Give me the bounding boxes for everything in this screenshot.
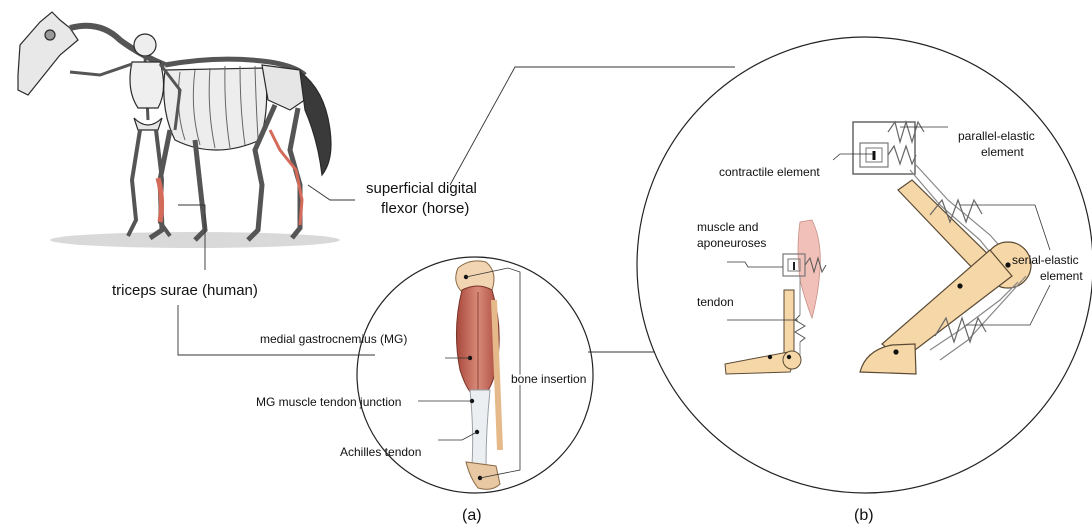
horse-hind-leg-right: [290, 108, 300, 238]
sdf-label-line2: flexor (horse): [381, 200, 469, 217]
serial-label-line1: serial-elastic: [1012, 253, 1079, 267]
human-leg-left: [128, 130, 140, 236]
large-muscle-tendon-model: [853, 122, 1031, 374]
horse-tail: [300, 72, 331, 175]
horse-sdf-muscle: [270, 130, 302, 225]
foot-bones: [466, 462, 500, 489]
small-heel: [783, 351, 801, 369]
mg-label: medial gastrocnemius (MG): [260, 332, 407, 346]
triceps-label: triceps surae (human): [112, 282, 258, 299]
muscle-label-line1: muscle and: [697, 220, 758, 234]
serial-label-line2: element: [1040, 269, 1083, 283]
tibia-bone: [494, 300, 500, 450]
human-leg-illustration: [456, 261, 500, 489]
tendon-label: tendon: [697, 295, 734, 309]
human-skull: [134, 34, 156, 56]
horse-front-leg-right: [195, 140, 205, 240]
small-muscle-shape: [798, 220, 820, 318]
horse-head: [18, 12, 78, 95]
mtj-label: MG muscle tendon junction: [256, 395, 401, 409]
parallel-label-line2: element: [981, 145, 1024, 159]
achilles-label: Achilles tendon: [340, 445, 421, 459]
horse-human-skeleton-illustration: [18, 12, 340, 248]
parallel-label-line1: parallel-elastic: [958, 129, 1035, 143]
small-tendon-spring: [795, 315, 805, 342]
muscle-label-line2: aponeuroses: [697, 236, 766, 250]
panel-a-caption: (a): [462, 507, 482, 524]
human-ribcage: [130, 62, 164, 108]
large-foot: [860, 344, 916, 374]
parallel-elastic-spring: [888, 122, 924, 142]
contractile-label: contractile element: [719, 165, 820, 179]
triceps-to-panel-a-line: [178, 305, 375, 355]
sdf-pointer-line: [308, 185, 355, 200]
panel-b-caption: (b): [854, 507, 874, 524]
bone-insertion-label: bone insertion: [511, 372, 586, 386]
sdf-to-panel-b-line: [450, 67, 735, 185]
sdf-label-line1: superficial digital: [366, 180, 477, 197]
horse-eye-socket: [45, 30, 55, 40]
